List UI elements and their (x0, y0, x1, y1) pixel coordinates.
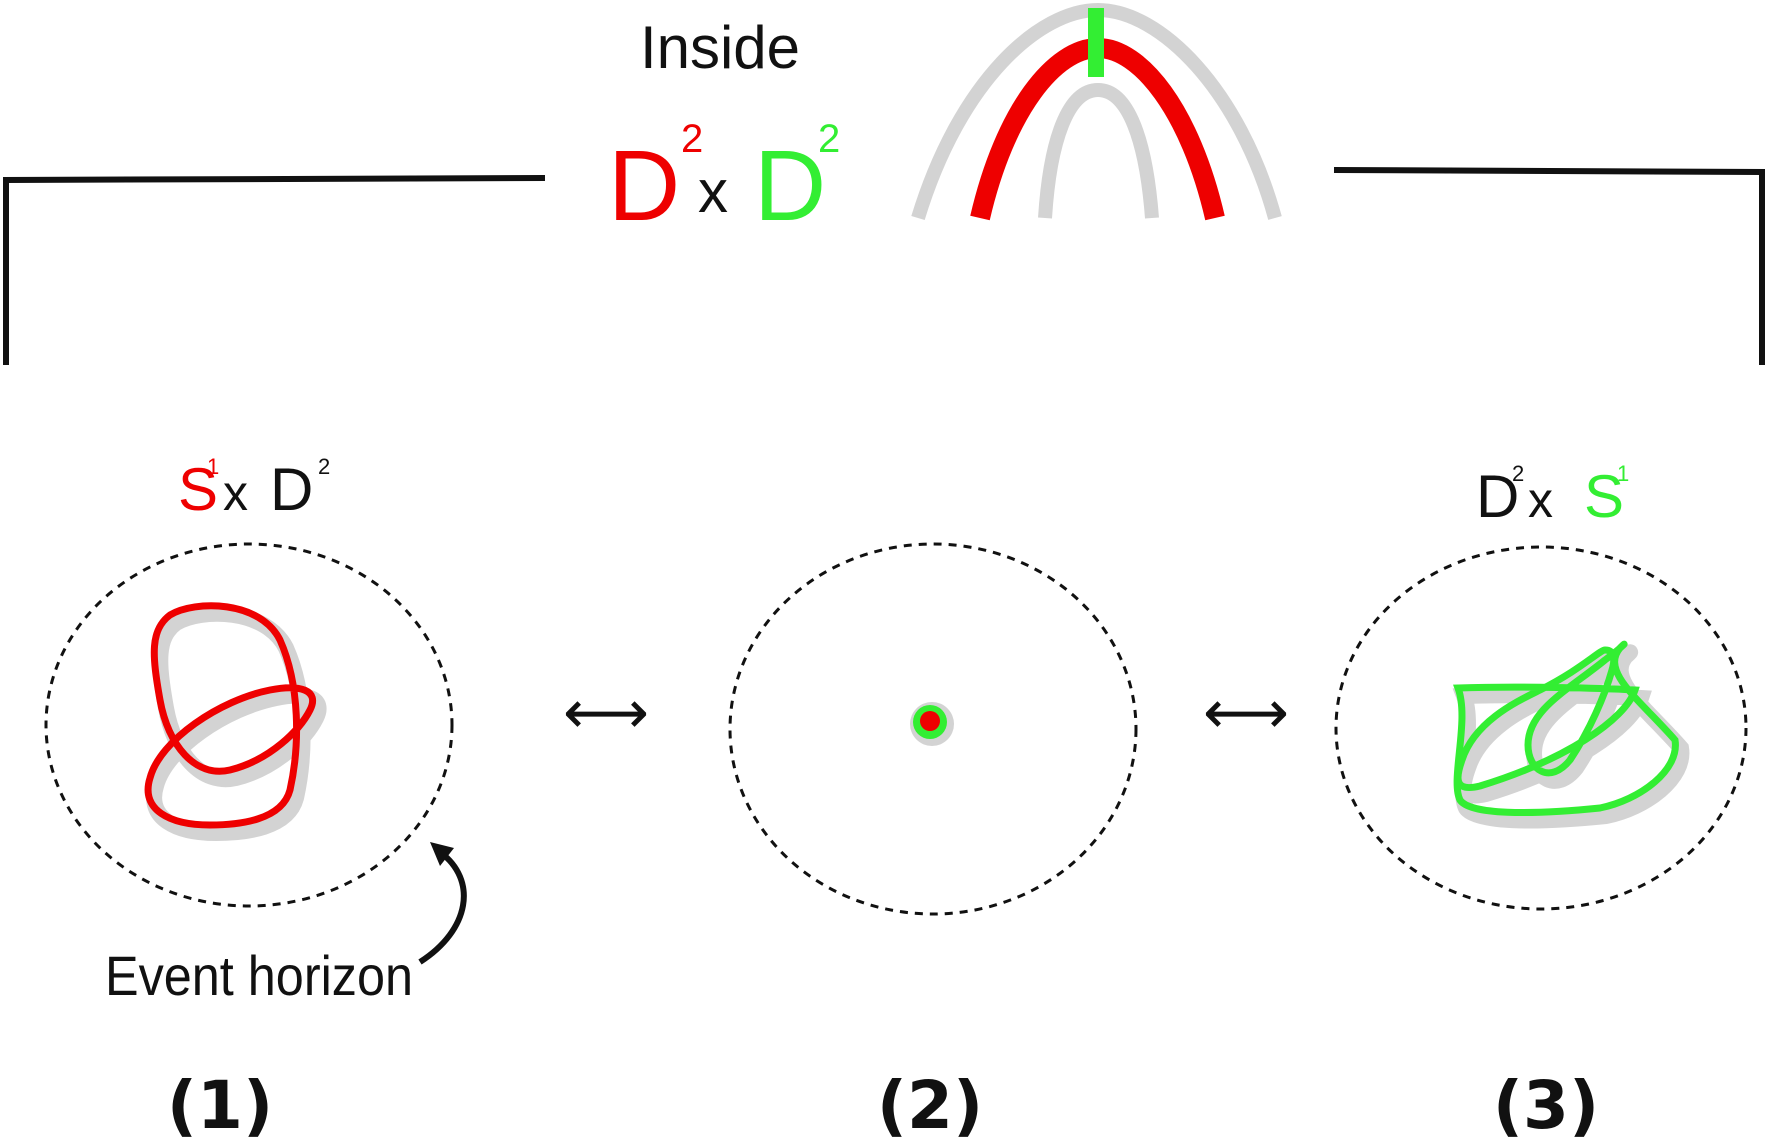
inner-gray-arch (1038, 82, 1159, 219)
panel1-right-base: D (270, 456, 313, 523)
panel3-right-base: S (1584, 463, 1624, 530)
panel2-red-dot (920, 711, 940, 731)
top-left-base: D (608, 130, 680, 242)
inside-label: Inside (640, 14, 800, 81)
panel2-number: (2) (877, 1067, 983, 1144)
panel3-left-exp: 2 (1512, 461, 1524, 486)
panel1-event-horizon-circle (44, 542, 454, 908)
panel3-event-horizon-circle (1334, 545, 1748, 911)
panel1-left-base: S (178, 456, 218, 523)
right-bracket-line (1333, 167, 1765, 365)
handle-diagram (911, 2, 1282, 221)
panel1-right-exp: 2 (318, 454, 330, 479)
left-double-arrow: ⟷ (563, 679, 649, 746)
right-double-arrow: ⟷ (1203, 679, 1289, 746)
panel1-number: (1) (167, 1067, 273, 1144)
panel1-red-knot (144, 602, 316, 829)
panel3-label: D 2 x S 1 (1476, 461, 1629, 530)
event-horizon-arrowhead (430, 842, 454, 866)
top-product-label: D 2 x D 2 (608, 117, 840, 242)
panel3-left-base: D (1476, 463, 1519, 530)
panel1-left-exp: 1 (207, 454, 219, 479)
top-times: x (698, 158, 728, 225)
event-horizon-pointer-arrow (418, 849, 467, 965)
panel-3: D 2 x S 1 (3) (1334, 461, 1748, 1144)
panel-1: S 1 x D 2 Event horizon (1) (44, 454, 467, 1144)
panel1-times: x (223, 465, 248, 521)
top-left-exp: 2 (681, 117, 703, 161)
panel-2: (2) (728, 542, 1138, 1144)
panel3-right-exp: 1 (1617, 461, 1629, 486)
top-right-exp: 2 (818, 117, 840, 161)
event-horizon-label: Event horizon (105, 944, 413, 1007)
panel2-event-horizon-circle (728, 542, 1138, 916)
top-right-base: D (754, 130, 826, 242)
panel1-label: S 1 x D 2 (178, 454, 330, 523)
panel3-number: (3) (1493, 1067, 1599, 1144)
panel3-green-knot (1453, 640, 1679, 817)
left-bracket-line (3, 175, 546, 365)
panel3-gray-knot (1452, 644, 1690, 829)
panel3-times: x (1528, 472, 1553, 528)
